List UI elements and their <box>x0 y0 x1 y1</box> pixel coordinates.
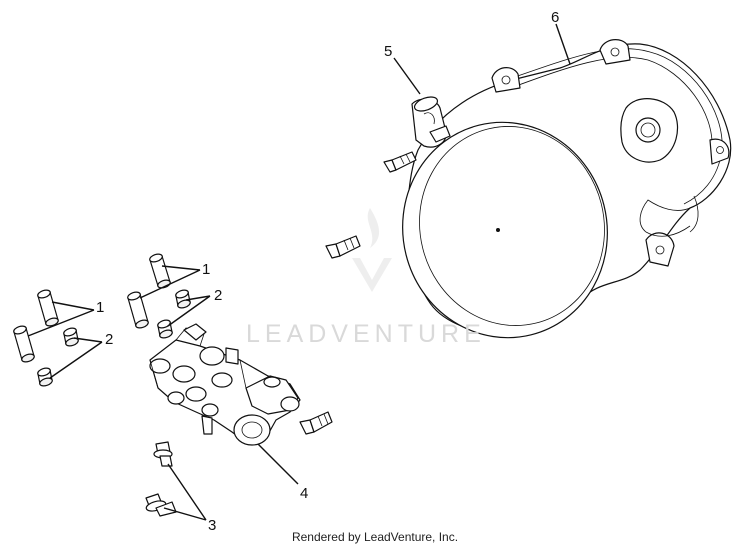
callout-2-lower: 2 <box>105 331 114 348</box>
callout-2-upper: 2 <box>214 287 223 304</box>
callout-3: 3 <box>208 517 217 534</box>
flange-bolts-part-3 <box>145 441 177 517</box>
callout-6: 6 <box>551 9 560 26</box>
housing-cover <box>402 39 732 339</box>
watermark-logo <box>352 208 392 292</box>
callout-4: 4 <box>300 485 309 502</box>
footer-credit: Rendered by LeadVenture, Inc. <box>291 530 459 544</box>
callout-5: 5 <box>384 43 393 60</box>
clamp-part <box>411 96 451 148</box>
leader-lines <box>27 23 571 521</box>
bushings-part-2 <box>37 289 191 387</box>
bracket-assembly-part-4 <box>149 323 301 446</box>
bolt-lower <box>299 411 333 435</box>
callout-1-lower: 1 <box>96 299 105 316</box>
bolt-middle <box>325 235 361 259</box>
callout-1-upper: 1 <box>202 261 211 278</box>
watermark-text: LEADVENTURE <box>246 320 486 348</box>
bolt-upper <box>383 151 417 173</box>
spacers-part-1 <box>13 253 171 363</box>
